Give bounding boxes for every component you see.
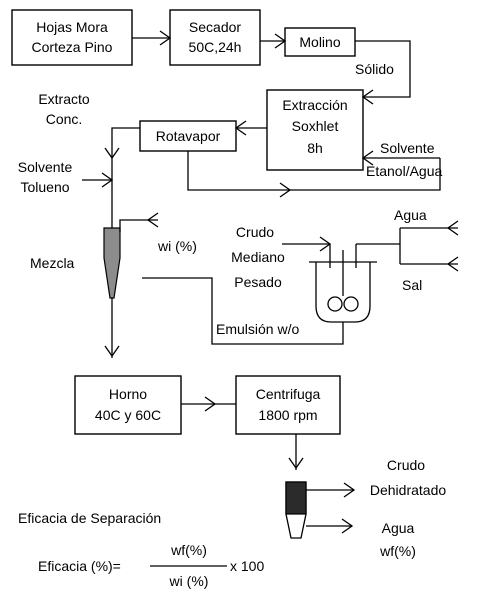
wi-line [119,212,159,232]
rotavapor-label: Rotavapor [156,128,221,144]
agua-out-line1: Agua [382,520,415,536]
centrifuga-line2: 1800 rpm [258,407,317,423]
solido-label: Sólido [355,61,394,77]
formula-title: Eficacia de Separación [18,510,161,526]
formula-factor: x 100 [230,558,264,574]
horno-box: Horno 40C y 60C [74,375,182,435]
arrow-extraccion-rotavapor [234,120,267,136]
crudo-dehidratado-line2: Dehidratado [370,482,446,498]
extracto-line2: Conc. [46,111,83,127]
solvente-tolueno-line1: Solvente [18,159,73,175]
emulsion-label: Emulsión w/o [216,321,299,337]
molino-label: Molino [299,34,340,50]
arrow-mezcla-horno [104,314,120,358]
crudo-line2: Mediano [231,249,285,265]
crudo-dehidratado-line1: Crudo [387,457,425,473]
formula-denominator: wi (%) [169,573,209,589]
agua-out-line2: wf(%) [379,543,416,559]
wi-label: wi (%) [157,238,197,254]
secador-box: Secador 50C,24h [169,9,261,66]
molino-box: Molino [284,27,356,57]
secador-line2: 50C,24h [189,39,242,55]
recycle-line [187,151,441,198]
crudo-line3: Pesado [234,274,282,290]
sal-label: Sal [402,277,422,293]
arrow-crudo-tank [282,236,332,252]
centrifuga-line1: Centrifuga [256,386,321,402]
formula-numerator: wf(%) [170,542,207,558]
arrow-solvente-tolueno [82,172,114,188]
secador-line1: Secador [189,19,241,35]
hojas-line2: Corteza Pino [32,39,113,55]
hojas-line1: Hojas Mora [36,19,108,35]
arrow-secador-molino [260,33,287,49]
solvente-tolueno-line2: Tolueno [20,179,69,195]
extraccion-line1: Extracción [282,97,347,113]
horno-line2: 40C y 60C [95,407,161,423]
arrow-hojas-secador [132,30,172,46]
extracto-line [104,127,140,228]
formula-lhs: Eficacia (%)= [38,558,121,574]
hojas-mora-box: Hojas Mora Corteza Pino [11,9,133,66]
horno-line1: Horno [109,386,147,402]
arrow-centrifuga-tube [288,434,304,470]
centrifuga-box: Centrifuga 1800 rpm [235,375,341,435]
extraccion-box: Extracción Soxhlet 8h [266,89,364,171]
centrifuge-tube [285,481,307,539]
agua-sal-inputs [356,220,459,272]
arrow-crudo-dehidratado [306,482,356,498]
mezcla-cyclone [103,227,121,314]
rotavapor-box: Rotavapor [139,120,237,152]
arrow-agua-out [306,518,354,534]
extracto-line1: Extracto [38,91,90,107]
extraccion-line3: 8h [307,140,323,156]
mixing-tank [309,244,377,323]
arrow-molino-extraccion [355,40,411,105]
emulsion-line [142,277,344,345]
agua-in-label: Agua [394,207,427,223]
crudo-line1: Crudo [236,224,274,240]
arrow-solvente-etanol [361,150,440,166]
mezcla-label: Mezcla [30,255,75,271]
extraccion-line2: Soxhlet [292,118,339,134]
arrow-horno-centrifuga [181,396,236,412]
solvente-etanol-line2: Etanol/Agua [366,163,442,179]
solvente-etanol-line1: Solvente [380,140,435,156]
